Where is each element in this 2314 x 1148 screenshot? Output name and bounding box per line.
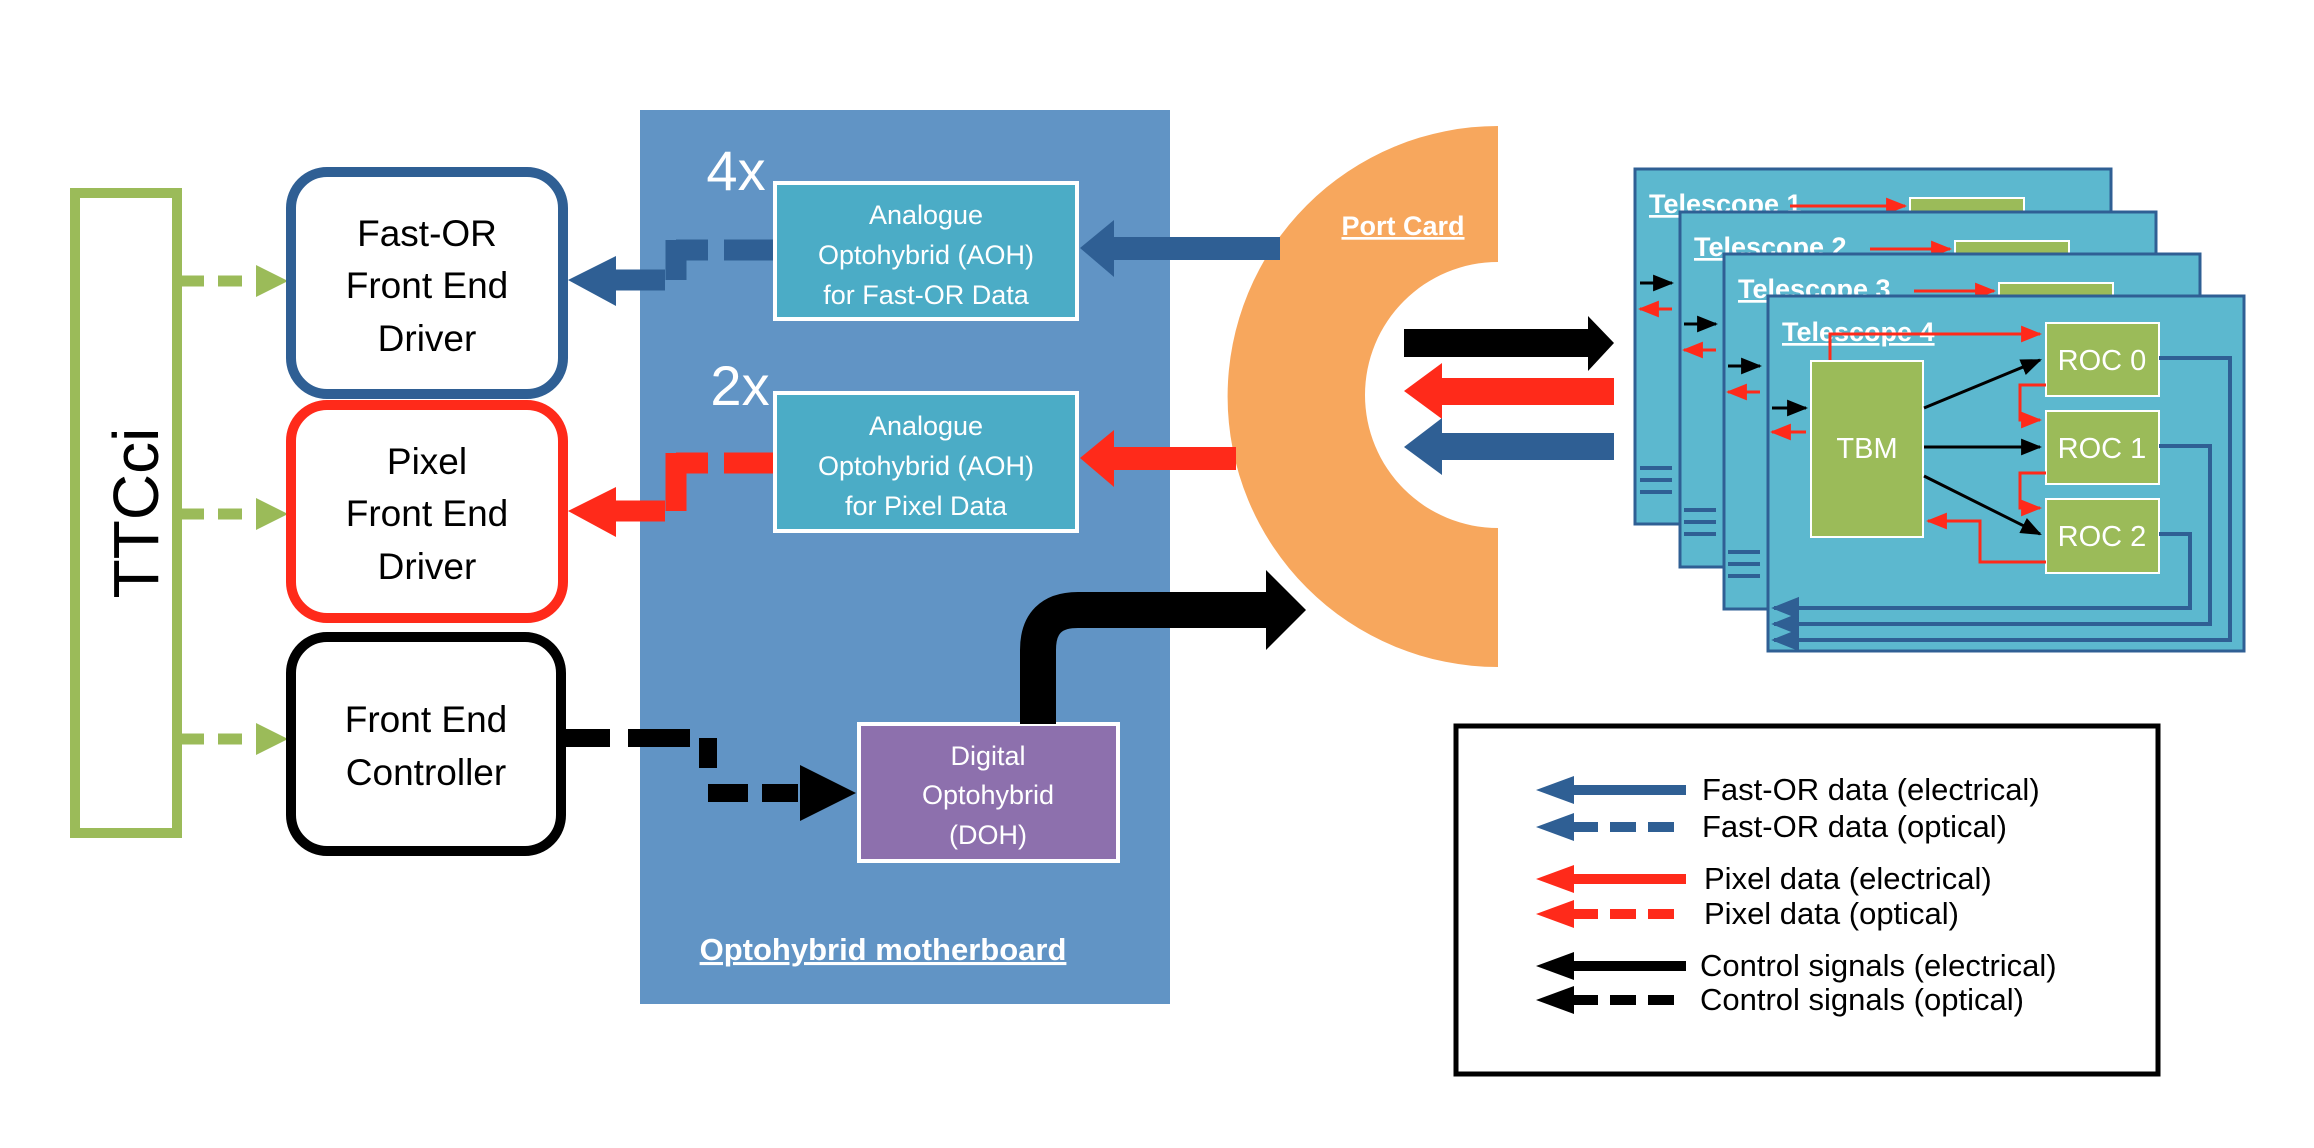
legend-item-fastor-optical: Fast-OR data (optical) xyxy=(1536,809,2007,844)
telescope-stack: Telescope 1 Telescope 2 Telescope 3 xyxy=(1633,167,2246,653)
legend-label-fastor-electrical: Fast-OR data (electrical) xyxy=(1702,772,2040,807)
ttcci-label: TTCci xyxy=(100,428,172,599)
legend: Fast-OR data (electrical) Fast-OR data (… xyxy=(1453,723,2161,1077)
aoh-to-fastor-fed-arrow xyxy=(568,239,773,306)
legend-label-pixel-optical: Pixel data (optical) xyxy=(1704,896,1959,931)
aoh-fastor-box: Analogue Optohybrid (AOH) for Fast-OR Da… xyxy=(773,181,1079,321)
aoh-fastor-multiplicity: 4x xyxy=(706,139,765,202)
fec-box: Front End Controller xyxy=(286,632,566,856)
portcard-telescope-links xyxy=(1404,316,1614,475)
legend-label-control-optical: Control signals (optical) xyxy=(1700,982,2024,1017)
aoh-fastor-line-1: Analogue xyxy=(869,200,983,230)
port-card: Port Card xyxy=(1227,126,1498,667)
ttcci-links xyxy=(180,265,288,755)
telescope-4-card: Telescope 4 TBM ROC 0 ROC 1 ROC 2 xyxy=(1766,294,2246,653)
legend-item-control-electrical: Control signals (electrical) xyxy=(1536,948,2057,983)
port-card-label: Port Card xyxy=(1341,211,1464,241)
portcard-to-aoh-pixel-arrow xyxy=(1080,430,1236,487)
doh-line-3: (DOH) xyxy=(949,820,1027,850)
fastor-fed-box: Fast-OR Front End Driver xyxy=(286,167,568,399)
fastor-fed-line-2: Front End xyxy=(346,265,508,306)
tbm-label: TBM xyxy=(1836,433,1897,465)
ttcci-block: TTCci xyxy=(70,188,182,838)
legend-item-pixel-optical: Pixel data (optical) xyxy=(1536,896,1959,931)
doh-line-1: Digital xyxy=(950,741,1025,771)
motherboard-label: Optohybrid motherboard xyxy=(700,932,1067,967)
aoh-pixel-line-3: for Pixel Data xyxy=(845,491,1008,521)
legend-item-pixel-electrical: Pixel data (electrical) xyxy=(1536,861,1992,896)
roc-0-label: ROC 0 xyxy=(2058,345,2147,377)
legend-label-fastor-optical: Fast-OR data (optical) xyxy=(1702,809,2007,844)
pixel-fed-line-3: Driver xyxy=(378,546,477,587)
doh-to-portcard-arrow xyxy=(1020,570,1306,724)
aoh-to-pixel-fed-arrow xyxy=(568,452,773,537)
aoh-fastor-line-3: for Fast-OR Data xyxy=(823,280,1030,310)
aoh-pixel-multiplicity: 2x xyxy=(710,354,769,417)
doh-line-2: Optohybrid xyxy=(922,780,1054,810)
fec-line-1: Front End xyxy=(345,699,507,740)
roc-1-label: ROC 1 xyxy=(2058,433,2147,465)
legend-label-control-electrical: Control signals (electrical) xyxy=(1700,948,2057,983)
legend-item-control-optical: Control signals (optical) xyxy=(1536,982,2024,1017)
telescope-4-title: Telescope 4 xyxy=(1782,317,1935,347)
fec-line-2: Controller xyxy=(346,752,506,793)
doh-box: Digital Optohybrid (DOH) xyxy=(857,722,1120,863)
aoh-fastor-line-2: Optohybrid (AOH) xyxy=(818,240,1034,270)
legend-item-fastor-electrical: Fast-OR data (electrical) xyxy=(1536,772,2040,807)
roc-2-label: ROC 2 xyxy=(2058,521,2147,553)
pixel-fed-box: Pixel Front End Driver xyxy=(286,400,568,623)
fastor-fed-line-3: Driver xyxy=(378,318,477,359)
aoh-pixel-line-2: Optohybrid (AOH) xyxy=(818,451,1034,481)
aoh-pixel-line-1: Analogue xyxy=(869,411,983,441)
pixel-fed-line-2: Front End xyxy=(346,493,508,534)
legend-label-pixel-electrical: Pixel data (electrical) xyxy=(1704,861,1992,896)
fec-to-doh-arrow xyxy=(563,729,856,821)
portcard-to-aoh-fastor-arrow xyxy=(1080,220,1280,277)
aoh-pixel-box: Analogue Optohybrid (AOH) for Pixel Data xyxy=(773,391,1079,533)
fastor-fed-line-1: Fast-OR xyxy=(357,213,497,254)
pixel-fed-line-1: Pixel xyxy=(387,441,467,482)
